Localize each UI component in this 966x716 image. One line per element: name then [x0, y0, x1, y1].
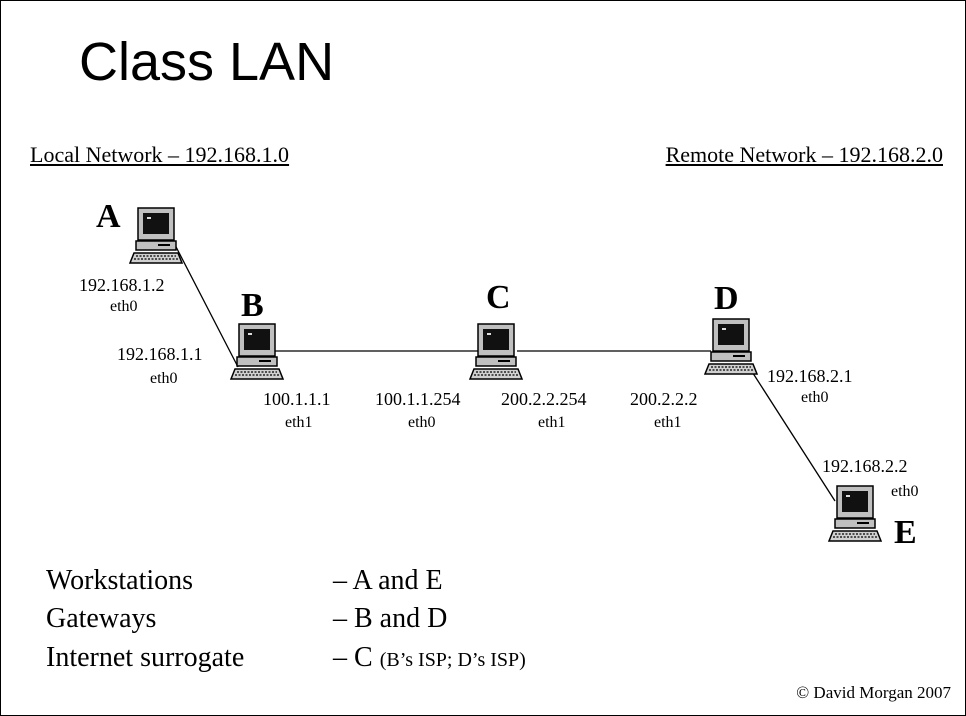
node-label-e: E	[894, 514, 917, 551]
ip-label-a-eth0: 192.168.1.2	[79, 275, 165, 295]
iface-label-b-eth0: eth0	[150, 370, 178, 387]
node-label-c: C	[486, 279, 511, 316]
ip-label-c-eth0: 100.1.1.254	[375, 389, 461, 409]
node-label-d: D	[714, 280, 739, 317]
iface-label-c-eth0: eth0	[408, 414, 436, 431]
ip-label-d-eth0: 192.168.2.1	[767, 366, 853, 386]
link-d-e	[748, 366, 836, 502]
computer-icon	[128, 207, 184, 264]
node-label-a: A	[96, 198, 121, 235]
iface-label-a-eth0: eth0	[110, 298, 138, 315]
local-network-heading: Local Network – 192.168.1.0	[30, 142, 290, 167]
ip-label-b-eth0: 192.168.1.1	[117, 344, 203, 364]
slide-title: Class LAN	[79, 32, 335, 92]
summary-term-gateways: Gateways	[46, 603, 157, 634]
node-label-b: B	[241, 287, 264, 324]
ip-label-b-eth1: 100.1.1.1	[263, 389, 331, 409]
iface-label-d-eth0: eth0	[801, 389, 829, 406]
summary-desc-internet-surrogate: – C (B’s ISP; D’s ISP)	[333, 644, 526, 672]
computer-icon	[468, 323, 524, 380]
iface-label-c-eth1: eth1	[538, 414, 566, 431]
summary-desc-gateways: – B and D	[333, 603, 448, 634]
summary-term-workstations: Workstations	[46, 565, 194, 596]
iface-label-b-eth1: eth1	[285, 414, 313, 431]
link-a-b	[172, 240, 239, 368]
ip-label-d-eth1: 200.2.2.2	[630, 389, 698, 409]
copyright: © David Morgan 2007	[796, 683, 951, 702]
ip-label-e-eth0: 192.168.2.2	[822, 456, 908, 476]
computer-icon	[703, 318, 759, 375]
computer-icon	[827, 485, 883, 542]
computer-icon	[229, 323, 285, 380]
summary-note: (B’s ISP; D’s ISP)	[379, 649, 526, 671]
summary-desc-workstations: – A and E	[333, 565, 443, 596]
ip-label-c-eth1: 200.2.2.254	[501, 389, 587, 409]
summary-term-internet-surrogate: Internet surrogate	[46, 642, 245, 673]
iface-label-e-eth0: eth0	[891, 483, 919, 500]
remote-network-heading: Remote Network – 192.168.2.0	[665, 142, 943, 167]
summary-desc-text: – C	[333, 642, 373, 673]
iface-label-d-eth1: eth1	[654, 414, 682, 431]
